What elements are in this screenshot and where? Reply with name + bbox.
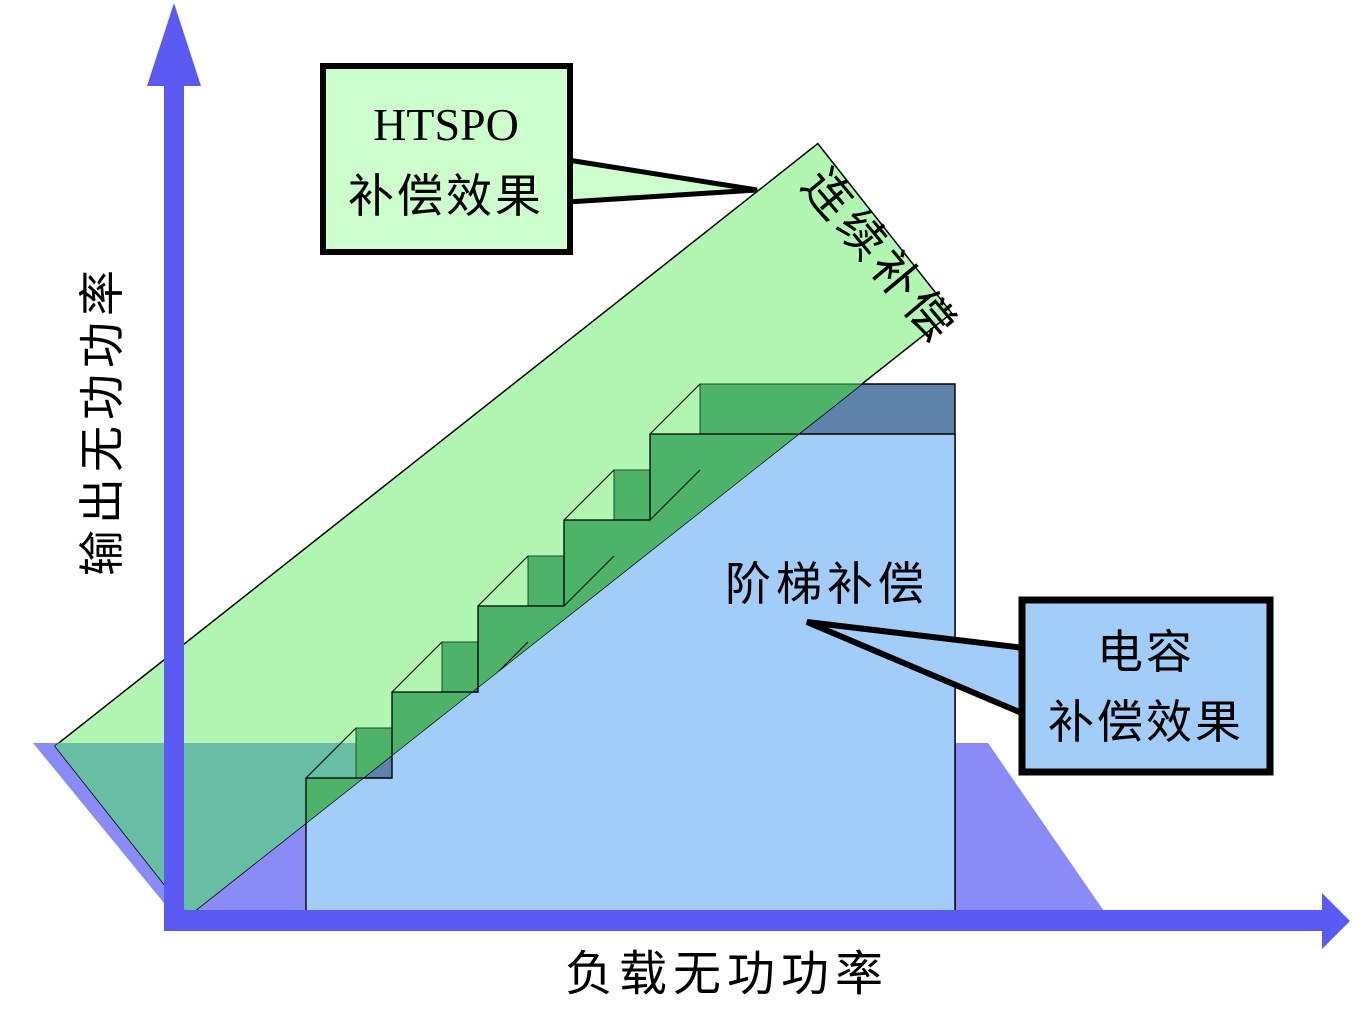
capacitor-callout-line1: 电容 (1097, 627, 1195, 678)
capacitor-callout-box (1018, 596, 1274, 776)
htspo-callout-line2: 补偿效果 (348, 171, 544, 222)
htspo-callout: HTSPO 补偿效果 (320, 63, 758, 255)
htspo-callout-box (320, 63, 573, 255)
x-axis (164, 893, 1350, 949)
htspo-callout-line1: HTSPO (373, 99, 519, 150)
x-axis-label: 负载无功功率 (565, 948, 889, 1001)
capacitor-callout-line2: 补偿效果 (1048, 697, 1244, 748)
capacitor-callout: 电容 补偿效果 (805, 596, 1274, 776)
x-axis-arrowhead (1322, 893, 1350, 949)
y-axis (147, 3, 201, 930)
staircase-label: 阶梯补偿 (725, 559, 929, 610)
y-axis-arrowhead (147, 3, 201, 86)
htspo-callout-tail (565, 157, 758, 205)
y-axis-label: 输出无功功率 (77, 264, 128, 576)
